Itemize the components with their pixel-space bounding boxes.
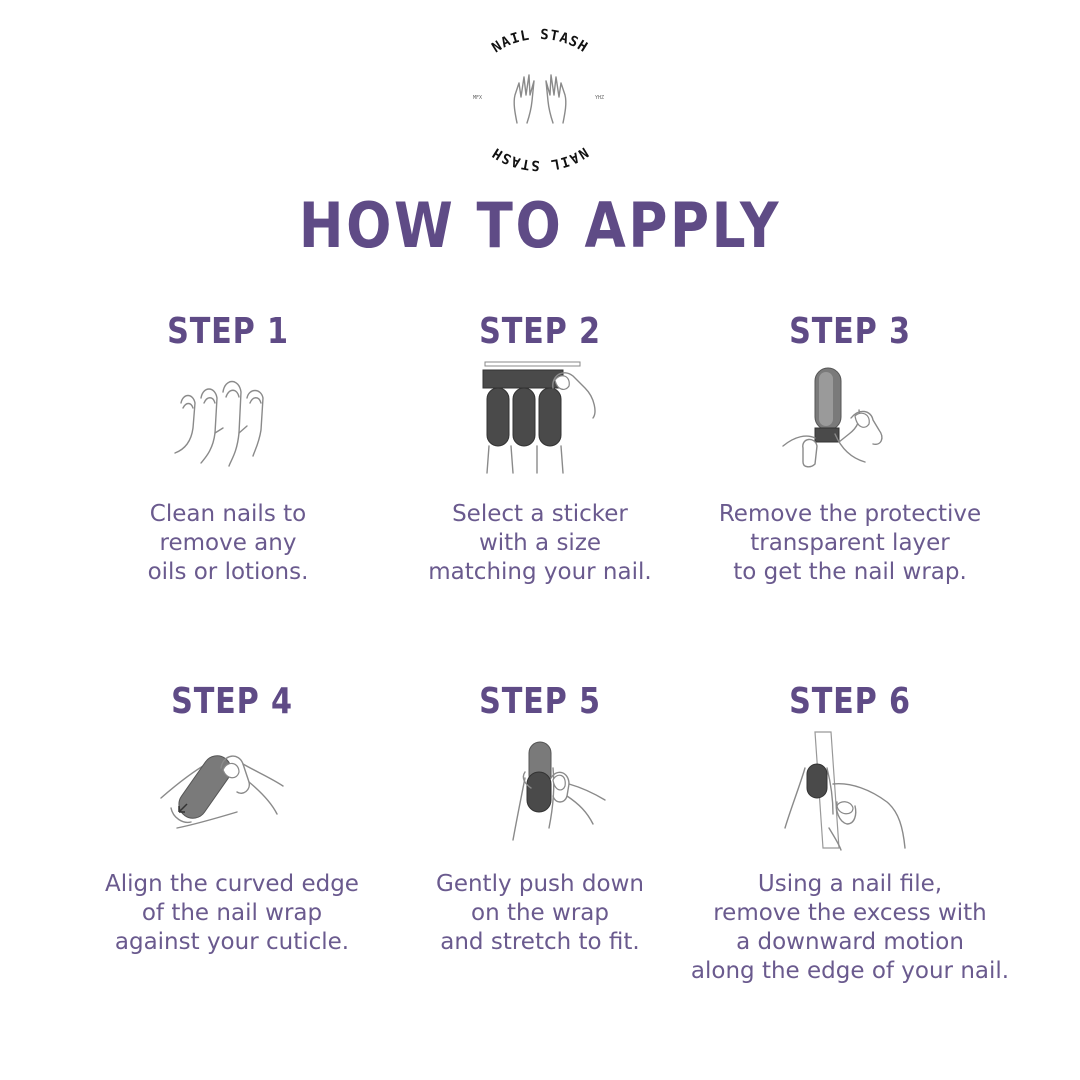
page-title: HOW TO APPLY bbox=[298, 189, 782, 262]
clean-fingers-icon bbox=[153, 358, 303, 483]
push-wrap-icon bbox=[465, 728, 615, 853]
logo-text-top: NAIL STASH bbox=[489, 27, 591, 56]
step-heading: STEP 6 bbox=[789, 681, 911, 722]
hands-icon bbox=[513, 74, 567, 124]
logo-small-right: YHZ bbox=[595, 95, 604, 101]
step-description: Using a nail file, remove the excess wit… bbox=[690, 871, 1010, 984]
brand-logo: NAIL STASH NAIL STASH MFX YHZ bbox=[455, 25, 625, 175]
step-description: Clean nails to remove any oils or lotion… bbox=[147, 501, 309, 585]
logo-small-left: MFX bbox=[473, 95, 482, 101]
file-excess-icon bbox=[775, 728, 925, 853]
step-heading: STEP 3 bbox=[789, 311, 911, 352]
step-heading: STEP 5 bbox=[479, 681, 601, 722]
step-description: Select a sticker with a size matching yo… bbox=[428, 501, 652, 585]
step-heading: STEP 2 bbox=[479, 311, 601, 352]
step-heading: STEP 4 bbox=[171, 681, 293, 722]
align-wrap-icon bbox=[157, 728, 307, 853]
step-heading: STEP 1 bbox=[167, 311, 289, 352]
step-description: Remove the protective transparent layer … bbox=[718, 501, 982, 585]
nail-stash-logo-icon: NAIL STASH NAIL STASH MFX YHZ bbox=[473, 27, 604, 173]
sticker-sheet-icon bbox=[465, 358, 615, 483]
peel-layer-icon bbox=[775, 358, 925, 483]
logo-text-bottom: NAIL STASH bbox=[489, 144, 591, 173]
step-description: Align the curved edge of the nail wrap a… bbox=[105, 871, 359, 955]
step-description: Gently push down on the wrap and stretch… bbox=[436, 871, 644, 955]
